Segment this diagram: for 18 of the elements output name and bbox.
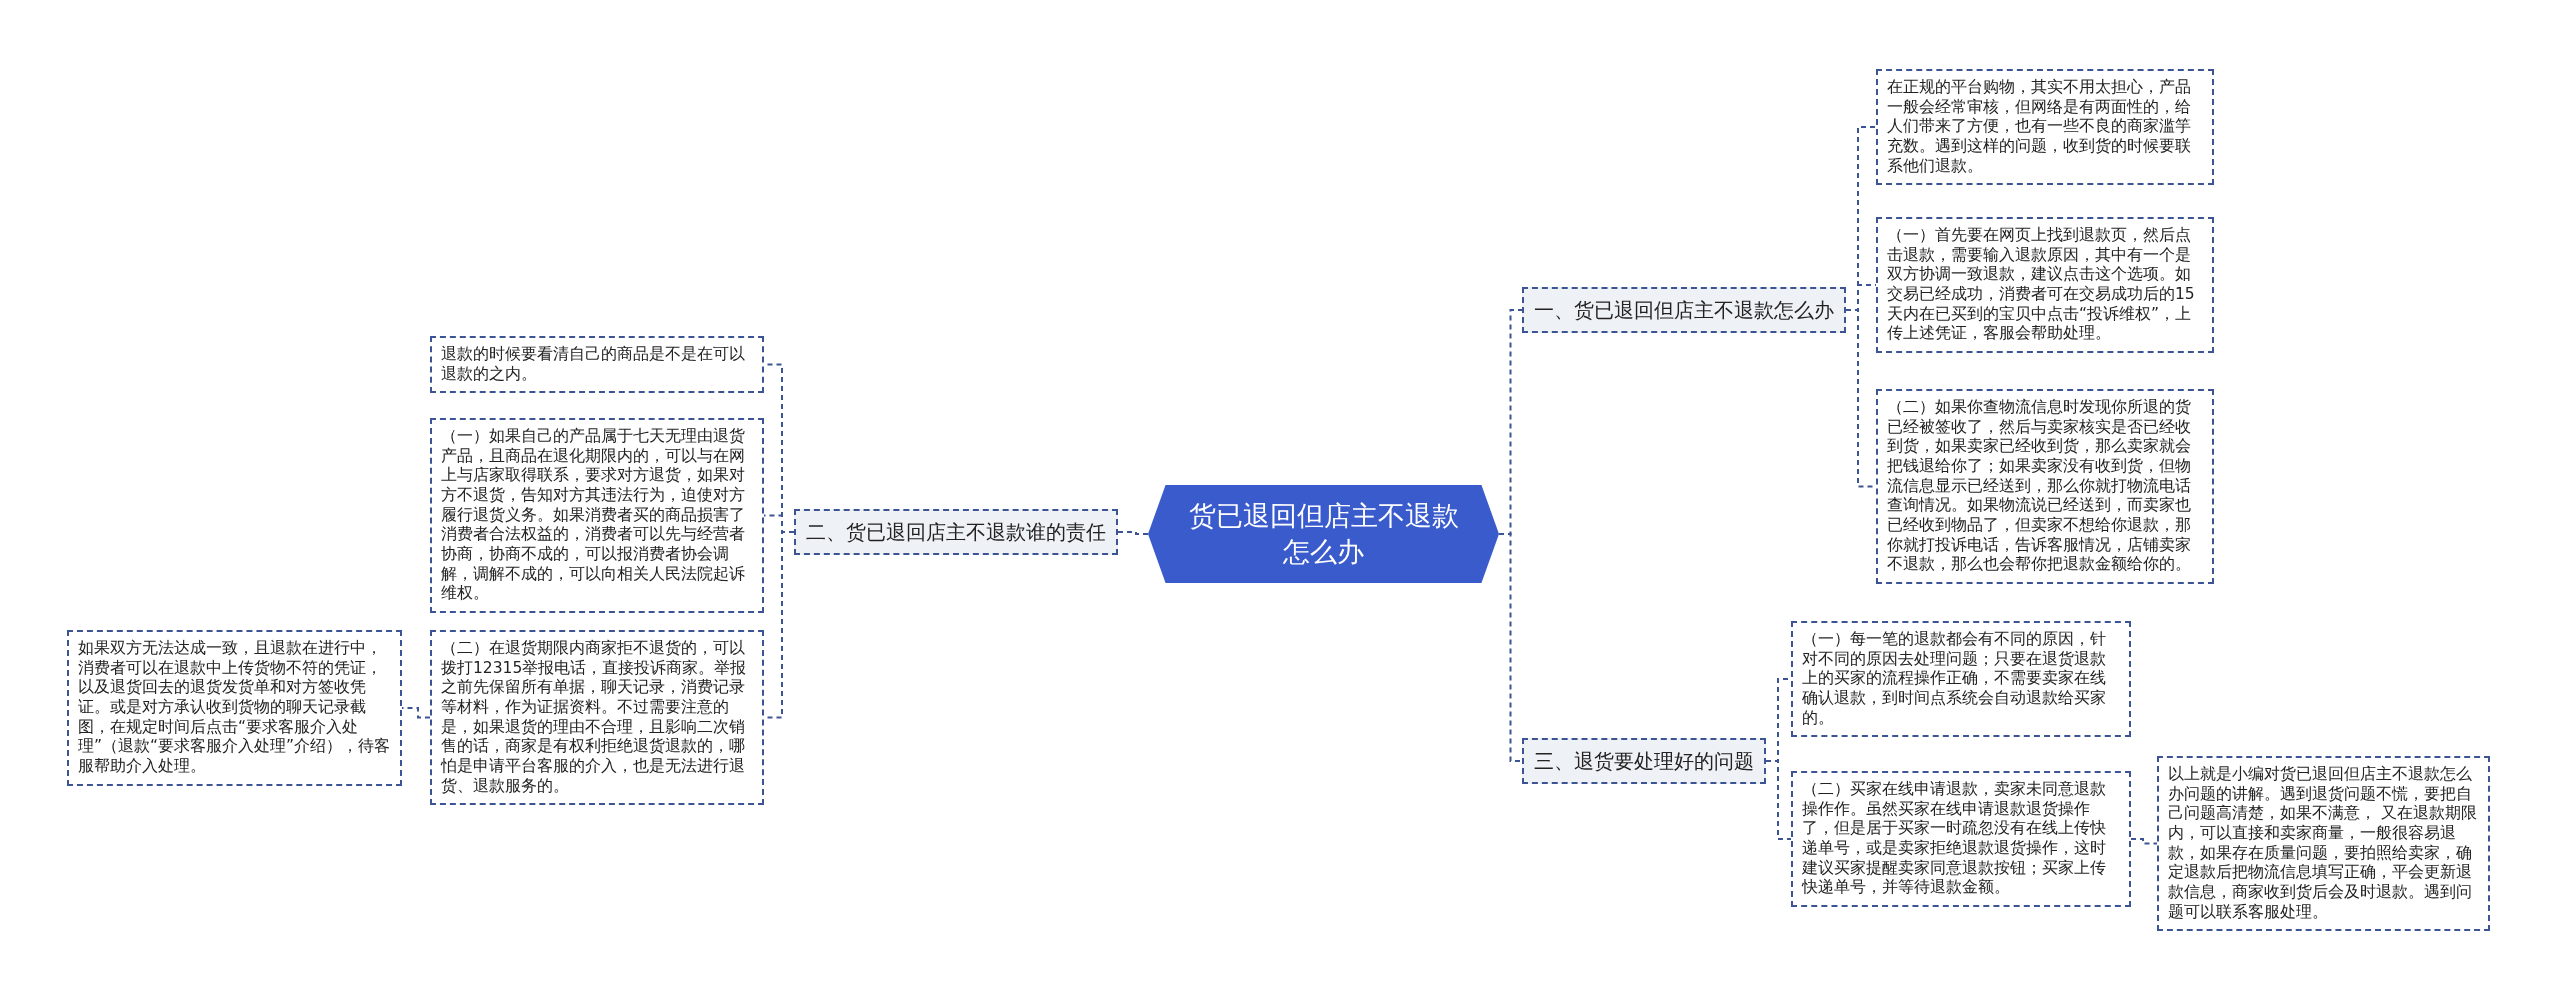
connector-line xyxy=(2130,838,2158,845)
text-box: 退款的时候要看清自己的商品是不是在可以退款的之内。 xyxy=(430,336,764,394)
text-box: （一）每一笔的退款都会有不同的原因，针对不同的原因去处理问题；只要在退货退款上的买家的流程操作正确，不需要卖家在线确认退款，到时间点系统会自动退款给买家的。 xyxy=(1791,621,2131,738)
text-box: （一）如果自己的产品属于七天无理由退货产品，且商品在退化期限内的，可以与在网上与店家取得联系，要求对方退货，如果对方不退货，告知对方其违法行为，迫使对方履行退货义务。如果消费者买的商品损害了消费者合法权益的，消费者可以先与经营者协商，协商不成的，可以报消费者协会调解，调解不成的，可以向相关人民法院起诉维权。 xyxy=(430,418,764,614)
text-box: （二）如果你查物流信息时发现你所退的货已经被签收了，然后与卖家核实是否已经收到货，如果卖家已经收到货，那么卖家就会把钱退给你了；如果卖家没有收到货，但物流信息显示已经送到，那么你就打物流电话查询情况。如果物流说已经送到，而卖家也已经收到物品了，但卖家不想给你退款，那你就打投诉电话，告诉客服情况，店铺卖家不退款，那么也会帮你把退款金额给你的。 xyxy=(1876,389,2214,585)
text-box: 如果双方无法达成一致，且退款在进行中，消费者可以在退款中上传货物不符的凭证，以及退货回去的退货发货单和对方签收凭证。或是对方承认收到货物的聊天记录截图，在规定时间后点击“要求客服介入处理”（退款“要求客服介入处理”介绍），待客服帮助介入处理。 xyxy=(67,630,402,786)
text-box: （二）在退货期限内商家拒不退货的，可以拨打12315举报电话，直接投诉商家。举报之前先保留所有单据，聊天记录，消费记录等材料，作为证据资料。不过需要注意的是，如果退货的理由不合理，且影响二次销售的话，商家是有权利拒绝退货退款的，哪怕是申请平台客服的介入，也是无法进行退货、退款服务的。 xyxy=(430,630,764,806)
connector-line xyxy=(1117,531,1149,535)
connector-line xyxy=(1765,760,1792,840)
text-box: 以上就是小编对货已退回但店主不退款怎么办问题的讲解。遇到退货问题不慌，要把自己问题高清楚，如果不满意， 又在退款期限内，可以直接和卖家商量，一般很容易退款，如果存在质量问题，要拍照给卖家，确定退款后把物流信息填写正确，平会更新退款信息，商家收到货后会及时退款。遇到问题可以联系客服处理。 xyxy=(2157,756,2490,932)
connector-line xyxy=(1498,533,1523,762)
topic-box: 三、退货要处理好的问题 xyxy=(1522,738,1766,784)
central-topic: 货已退回但店主不退款怎么办 xyxy=(1148,485,1499,583)
topic-box: 二、货已退回店主不退款谁的责任 xyxy=(794,509,1118,555)
text-box: （一）首先要在网页上找到退款页，然后点击退款，需要输入退款原因，其中有一个是双方协调一致退款，建议点击这个选项。如交易已经成功，消费者可在交易成功后的15天内在已买到的宝贝中点击“投诉维权”，上传上述凭证，客服会帮助处理。 xyxy=(1876,217,2214,354)
text-box: 在正规的平台购物，其实不用太担心，产品一般会经常审核，但网络是有两面性的，给人们带来了方便，也有一些不良的商家滥竽充数。遇到这样的问题，收到货的时候要联系他们退款。 xyxy=(1876,69,2214,186)
topic-box: 一、货已退回但店主不退款怎么办 xyxy=(1522,287,1846,333)
text-box: （二）买家在线申请退款，卖家未同意退款操作作。虽然买家在线申请退款退货操作了，但是居于买家一时疏忽没有在线上传快递单号，或是卖家拒绝退款退货操作，这时建议买家提醒卖家同意退款按钮；买家上传快递单号，并等待退款金额。 xyxy=(1791,771,2131,908)
